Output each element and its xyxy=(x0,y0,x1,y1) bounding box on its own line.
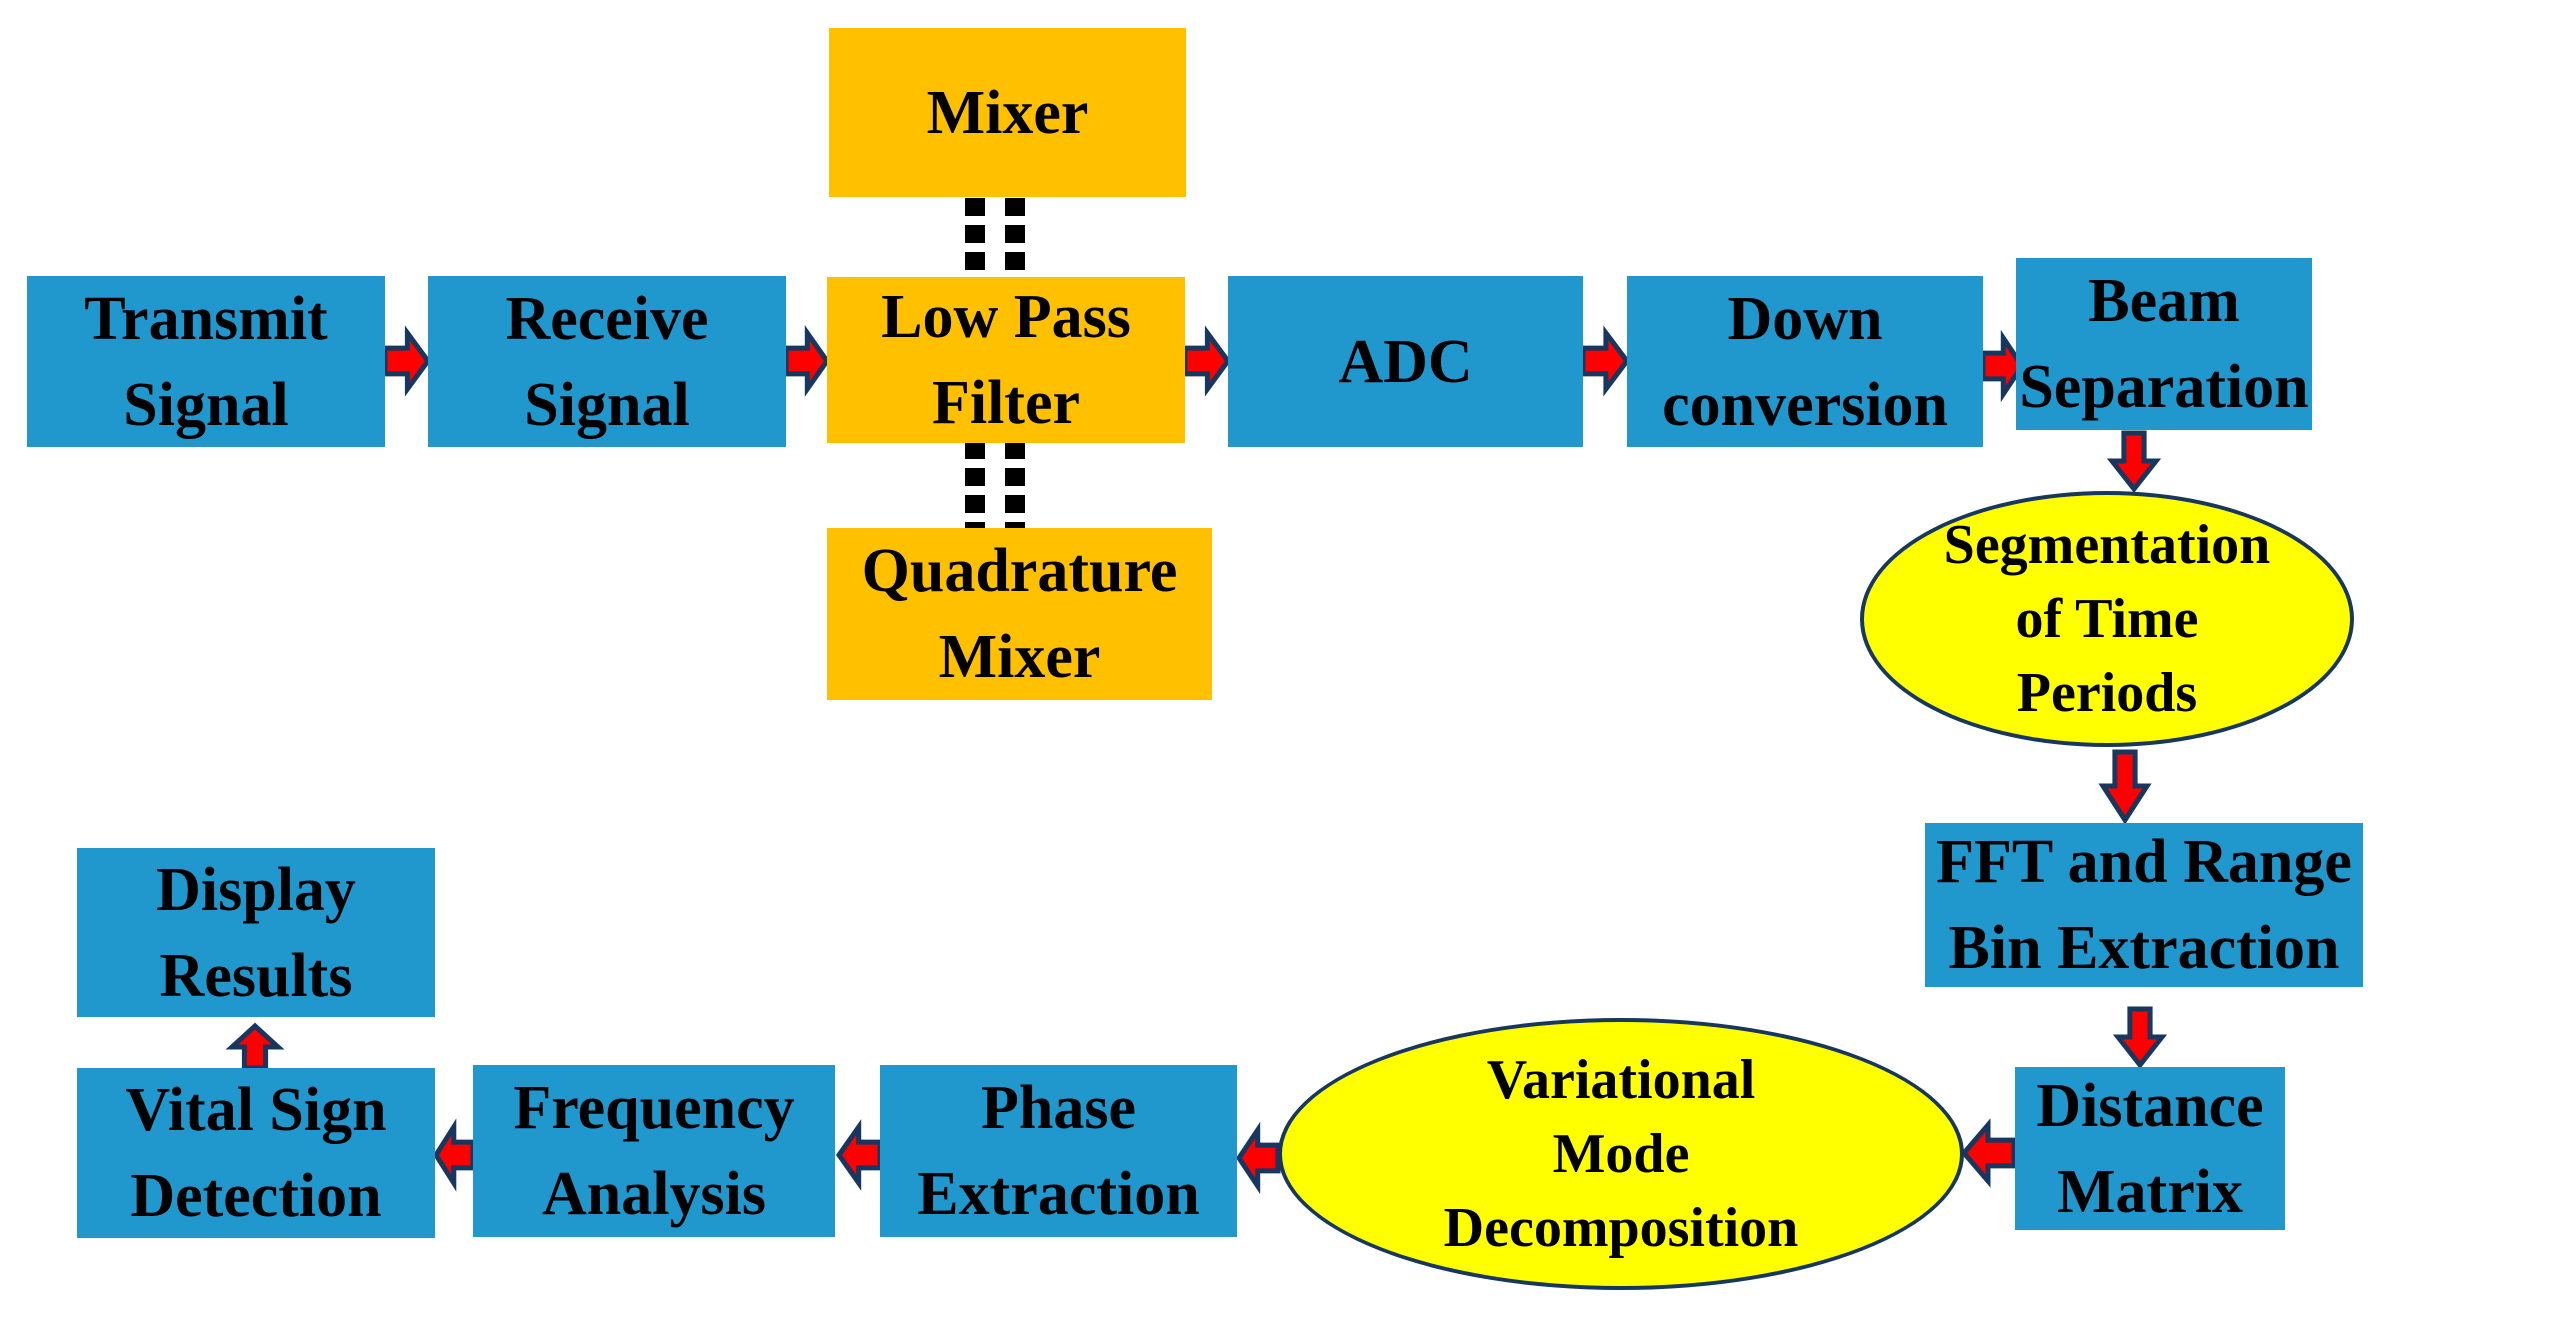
node-beam-separation-label: Beam Separation xyxy=(2019,267,2309,421)
arrow-fft-to-distance xyxy=(2112,1006,2168,1070)
node-low-pass-filter: Low Pass Filter xyxy=(827,277,1185,443)
node-display-results: Display Results xyxy=(77,848,435,1017)
node-distance-matrix-label: Distance Matrix xyxy=(2036,1071,2264,1226)
node-vital-sign-detection-label: Vital Sign Detection xyxy=(125,1076,387,1230)
arrow-vmd-to-phase xyxy=(1235,1121,1281,1195)
arrow-phase-to-frequency xyxy=(835,1119,883,1191)
node-mixer: Mixer xyxy=(829,28,1186,197)
node-receive-signal-label: Receive Signal xyxy=(505,284,709,439)
node-frequency-analysis-label: Frequency Analysis xyxy=(513,1074,795,1228)
node-down-conversion: Down conversion xyxy=(1627,276,1983,447)
node-phase-extraction: Phase Extraction xyxy=(880,1065,1237,1237)
arrow-receive-to-lowpass xyxy=(783,325,831,397)
node-frequency-analysis: Frequency Analysis xyxy=(473,1065,835,1237)
node-mixer-label: Mixer xyxy=(926,78,1089,147)
arrow-segmentation-to-fft xyxy=(2098,749,2152,825)
arrow-transmit-to-receive xyxy=(382,325,432,397)
arrow-lowpass-to-adc xyxy=(1182,325,1232,397)
arrow-beam-to-segmentation xyxy=(2106,430,2162,494)
node-adc: ADC xyxy=(1228,276,1583,447)
node-fft-range-bin-label: FFT and Range Bin Extraction xyxy=(1936,828,2352,982)
arrow-adc-to-downconversion xyxy=(1580,325,1631,397)
node-vital-sign-detection: Vital Sign Detection xyxy=(77,1068,435,1238)
node-segmentation-label: Segmentation of Time Periods xyxy=(1943,514,2271,724)
node-fft-range-bin: FFT and Range Bin Extraction xyxy=(1925,823,2363,987)
arrow-vital-to-display xyxy=(225,1022,285,1071)
node-segmentation: Segmentation of Time Periods xyxy=(1860,491,2354,747)
arrow-frequency-to-vital xyxy=(433,1118,476,1192)
node-receive-signal: Receive Signal xyxy=(428,276,786,447)
arrow-downconversion-to-beam xyxy=(1980,329,2026,403)
node-quadrature-mixer: Quadrature Mixer xyxy=(827,528,1212,700)
node-down-conversion-label: Down conversion xyxy=(1662,284,1948,439)
node-vmd-label: Variational Mode Decomposition xyxy=(1443,1049,1799,1259)
arrow-distance-to-vmd xyxy=(1960,1118,2017,1188)
node-quadrature-mixer-label: Quadrature Mixer xyxy=(861,537,1178,691)
node-phase-extraction-label: Phase Extraction xyxy=(917,1074,1200,1228)
node-low-pass-filter-label: Low Pass Filter xyxy=(881,283,1131,437)
node-adc-label: ADC xyxy=(1338,327,1473,396)
node-distance-matrix: Distance Matrix xyxy=(2015,1067,2285,1230)
node-vmd: Variational Mode Decomposition xyxy=(1278,1018,1964,1290)
node-transmit-signal: Transmit Signal xyxy=(27,276,385,447)
node-beam-separation: Beam Separation xyxy=(2016,258,2312,430)
node-transmit-signal-label: Transmit Signal xyxy=(84,284,328,439)
node-display-results-label: Display Results xyxy=(156,855,356,1010)
